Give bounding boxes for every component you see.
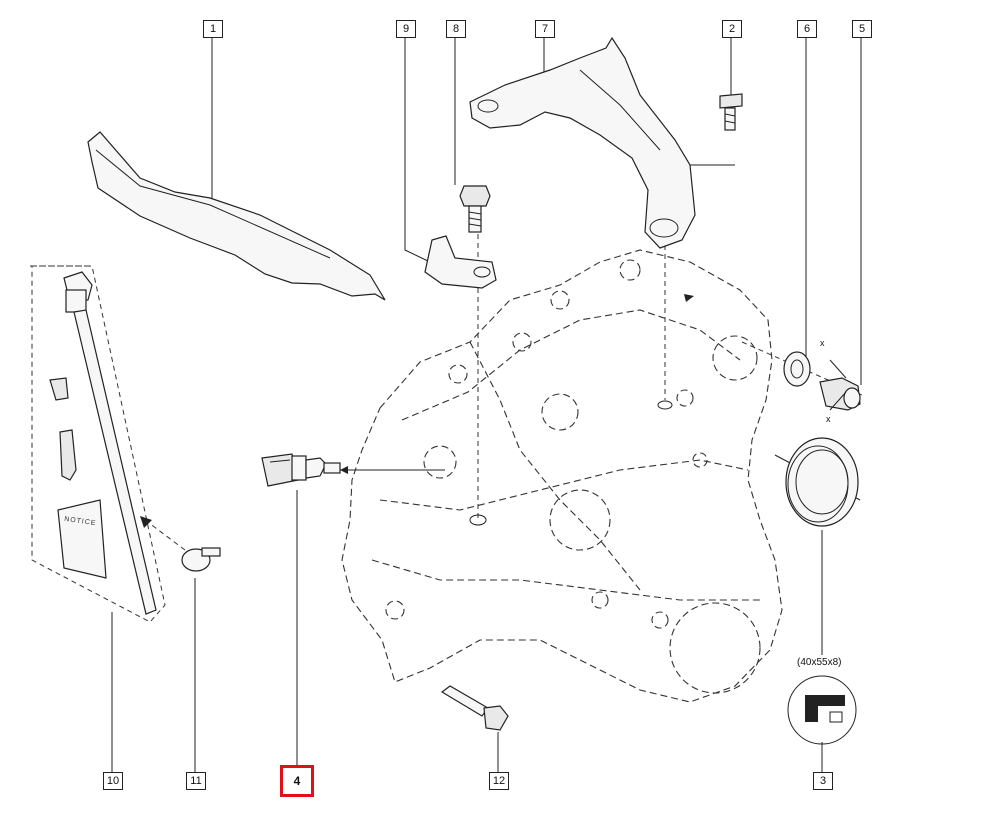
callout-7: 7 [535,20,555,38]
seal-ring-part [785,437,859,527]
clip-part [181,547,221,572]
callout-1: 1 [203,20,223,38]
direction-arrows [140,294,694,528]
callout-4-highlighted[interactable]: 4 [280,765,314,797]
callout-8: 8 [446,20,466,38]
dipstick-kit-boundary [31,265,166,623]
seal-profile-icon [787,675,857,745]
leader-lines [111,37,862,772]
axis-marker-bottom: x [826,414,831,424]
cover-strip-part [87,131,386,301]
bolt-part [459,185,491,233]
callout-10: 10 [103,772,123,790]
callout-6: 6 [797,20,817,38]
long-bolt-part [440,685,509,731]
plug-part [819,359,861,411]
callout-12: 12 [489,772,509,790]
fork-bracket-part [469,36,696,249]
small-bolt-part [719,93,743,131]
callout-5: 5 [852,20,872,38]
dipstick-tube-part [49,271,157,615]
callout-3: 3 [813,772,833,790]
axis-marker-top: x [820,338,825,348]
bracket-part [424,235,497,289]
sensor-switch-part [261,453,341,487]
gearbox-casing [341,249,783,703]
callout-9: 9 [396,20,416,38]
callout-2: 2 [722,20,742,38]
washer-part [783,351,811,387]
seal-dimension-label: (40x55x8) [797,657,842,668]
callout-11: 11 [186,772,206,790]
